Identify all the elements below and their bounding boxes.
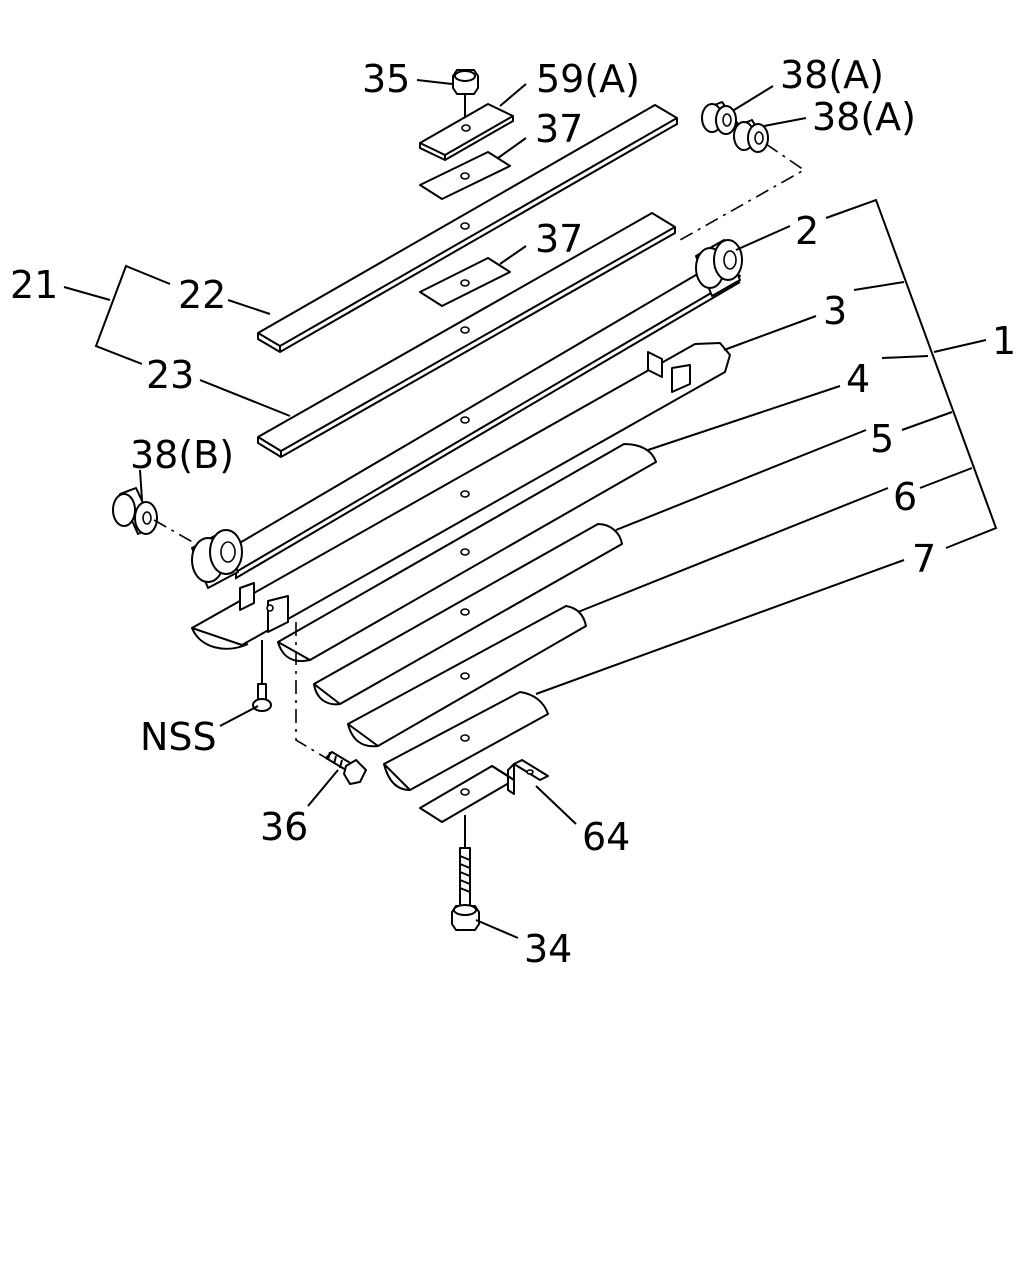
label-38b: 38(B) bbox=[130, 433, 234, 477]
bolt-34 bbox=[451, 815, 480, 931]
plate-59a bbox=[419, 103, 514, 162]
callout-labels: 35 59(A) 37 37 38(A) 38(A) 2 21 22 23 3 … bbox=[10, 53, 1016, 971]
leaf-4 bbox=[277, 443, 657, 662]
pad-37-middle bbox=[419, 257, 511, 307]
label-37-top: 37 bbox=[535, 107, 583, 151]
screw-nss bbox=[252, 640, 272, 712]
label-38a-1: 38(A) bbox=[780, 53, 884, 97]
label-6: 6 bbox=[893, 475, 917, 519]
label-7: 7 bbox=[912, 537, 936, 581]
pad-37-top bbox=[419, 151, 511, 200]
label-nss: NSS bbox=[140, 715, 217, 759]
leader-lines bbox=[63, 79, 998, 939]
leaf-6 bbox=[347, 605, 587, 748]
leaf-22 bbox=[257, 104, 678, 354]
bolt-36 bbox=[325, 751, 367, 785]
label-3: 3 bbox=[823, 289, 847, 333]
label-38a-2: 38(A) bbox=[812, 95, 916, 139]
label-64: 64 bbox=[582, 815, 630, 859]
leaf-5 bbox=[313, 523, 623, 706]
leaf-23 bbox=[257, 212, 676, 459]
label-5: 5 bbox=[870, 417, 894, 461]
label-22: 22 bbox=[178, 273, 226, 317]
leaf-3 bbox=[191, 342, 731, 650]
label-4: 4 bbox=[846, 357, 870, 401]
bracket-plate-64 bbox=[419, 759, 549, 823]
label-34: 34 bbox=[524, 927, 572, 971]
label-37-middle: 37 bbox=[535, 217, 583, 261]
bushing-38b bbox=[112, 487, 158, 535]
label-2: 2 bbox=[795, 209, 819, 253]
nut-35 bbox=[452, 69, 479, 120]
label-1: 1 bbox=[992, 319, 1016, 363]
bushing-38a-1 bbox=[701, 101, 739, 135]
main-leaf-2 bbox=[191, 239, 743, 589]
assembly-centerlines bbox=[153, 143, 806, 759]
leaf-7 bbox=[383, 691, 549, 791]
label-21: 21 bbox=[10, 263, 58, 307]
bushing-38a-2 bbox=[733, 119, 769, 153]
label-23: 23 bbox=[146, 353, 194, 397]
label-36: 36 bbox=[260, 805, 308, 849]
label-59a: 59(A) bbox=[536, 57, 640, 101]
label-35: 35 bbox=[362, 57, 410, 101]
